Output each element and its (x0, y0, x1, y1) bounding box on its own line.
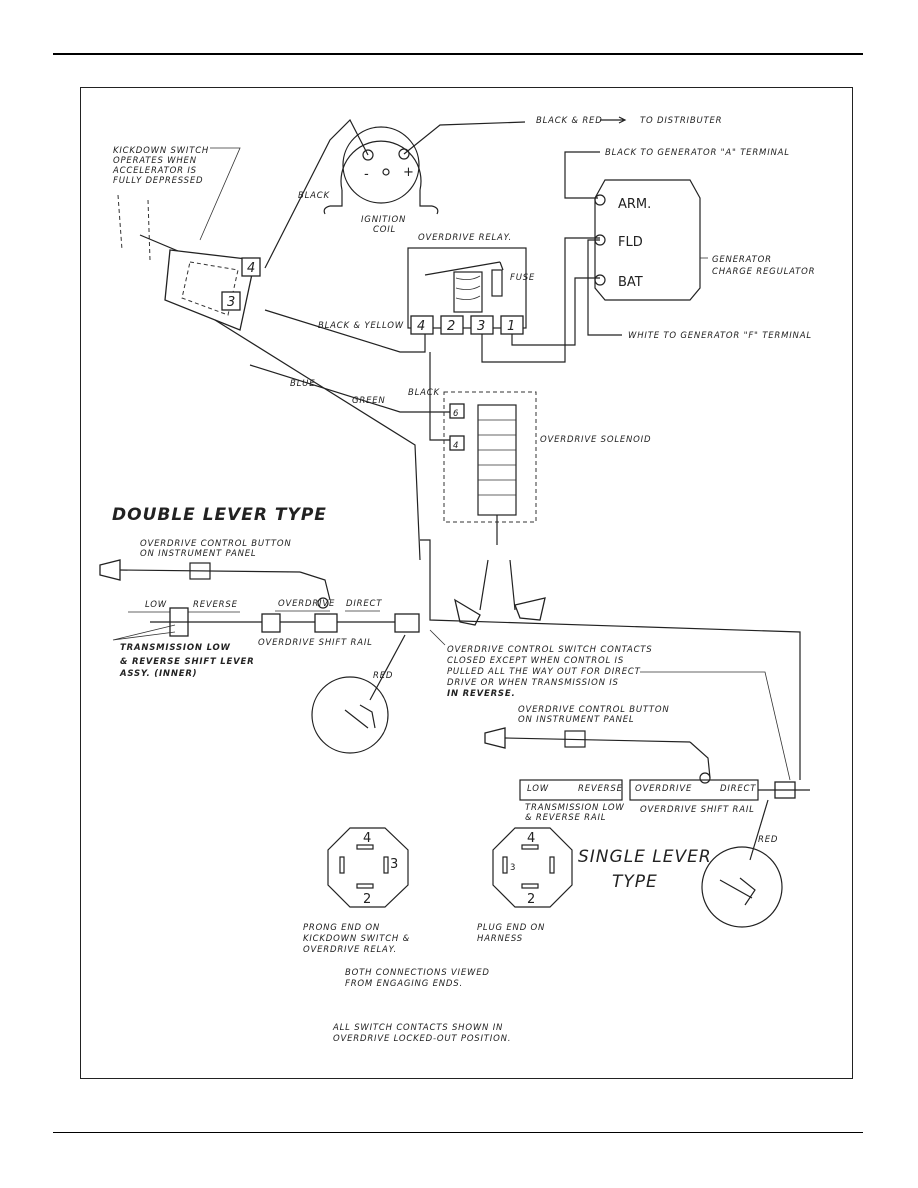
plug-connector: 4 3 2 (492, 827, 573, 908)
to-distributer-label: TO DISTRIBUTER (640, 116, 722, 126)
plug-pin-4: 4 (527, 831, 535, 846)
prong-pin-4: 4 (363, 831, 371, 846)
ignition-coil-label: IGNITION (361, 215, 406, 225)
kickdown-note-line-4: FULLY DEPRESSED (113, 176, 203, 186)
trans-shift-lever-line-1: TRANSMISSION LOW (120, 643, 231, 653)
single-direct-label: DIRECT (720, 784, 756, 794)
plug-pin-3: 3 (510, 863, 516, 873)
regulator-terminal-bat: BAT (618, 275, 643, 290)
all-switch-contacts-line-1: ALL SWITCH CONTACTS SHOWN IN (332, 1023, 503, 1033)
switch-note-line-5: IN REVERSE. (447, 689, 515, 699)
regulator-terminal-fld: FLD (618, 235, 643, 250)
trans-shift-lever-line-3: ASSY. (INNER) (119, 669, 197, 679)
regulator-label-2: CHARGE REGULATOR (712, 267, 815, 277)
relay-terminal-1: 1 (507, 319, 515, 334)
prong-end-line-1: PRONG END ON (303, 923, 380, 933)
switch-note-line-1: OVERDRIVE CONTROL SWITCH CONTACTS (447, 645, 653, 655)
relay-terminal-3: 3 (477, 319, 485, 334)
od-button-panel-2-line-2: ON INSTRUMENT PANEL (518, 715, 634, 725)
ignition-coil-label-2: COIL (373, 225, 396, 235)
kickdown-note-line-2: OPERATES WHEN (113, 156, 197, 166)
od-shift-rail-2-label: OVERDRIVE SHIFT RAIL (640, 805, 755, 815)
generator-regulator: BLACK TO GENERATOR "A" TERMINAL ARM. FLD… (564, 148, 815, 301)
kickdown-note-line-3: ACCELERATOR IS (112, 166, 197, 176)
solenoid-terminal-4: 4 (453, 441, 459, 451)
double-lever-control (99, 559, 331, 609)
relay-terminal-2: 2 (447, 319, 455, 334)
both-connections-line-1: BOTH CONNECTIONS VIEWED (345, 968, 490, 978)
kickdown-terminal-4: 4 (247, 261, 255, 276)
kickdown-terminal-3: 3 (227, 295, 235, 310)
regulator-terminal-arm: ARM. (618, 197, 651, 212)
rail-low-label: LOW (145, 600, 167, 610)
regulator-label-1: GENERATOR (712, 255, 772, 265)
solenoid-terminal-6: 6 (453, 409, 459, 419)
red-wire-label-1: RED (373, 671, 393, 681)
single-lever-control (484, 727, 711, 784)
single-lever-title-1: SINGLE LEVER (578, 847, 712, 867)
prong-end-line-3: OVERDRIVE RELAY. (303, 945, 397, 955)
both-connections-line-2: FROM ENGAGING ENDS. (345, 979, 463, 989)
trans-low-rev-rail-2: & REVERSE RAIL (525, 813, 606, 823)
kickdown-note-line-1: KICKDOWN SWITCH (113, 146, 209, 156)
prong-pin-3: 3 (390, 857, 398, 872)
plug-pin-2: 2 (527, 892, 535, 907)
trans-low-rev-rail-1: TRANSMISSION LOW (525, 803, 625, 813)
black-wire-label: BLACK (298, 191, 331, 201)
black-yellow-label: BLACK & YELLOW (318, 321, 404, 331)
blue-wire-label: BLUE (290, 379, 315, 389)
black-wire-label-2: BLACK (408, 388, 441, 398)
bottom-rule (53, 1132, 863, 1133)
overdrive-relay: OVERDRIVE RELAY. FUSE 4 2 3 1 (407, 233, 535, 335)
green-wire-label: GREEN (352, 396, 386, 406)
fuse-label: FUSE (510, 273, 535, 283)
plug-end-line-1: PLUG END ON (477, 923, 545, 933)
od-button-panel-1-line-1: OVERDRIVE CONTROL BUTTON (140, 539, 292, 549)
switch-note-line-3: PULLED ALL THE WAY OUT FOR DIRECT (447, 667, 641, 677)
double-lever-rails (150, 607, 420, 637)
overdrive-relay-label: OVERDRIVE RELAY. (418, 233, 512, 243)
prong-end-line-2: KICKDOWN SWITCH & (303, 934, 410, 944)
switch-note-line-2: CLOSED EXCEPT WHEN CONTROL IS (447, 656, 624, 666)
diagram-frame (80, 87, 853, 1079)
single-lever-switch: RED (701, 799, 783, 928)
black-to-gen-a-label: BLACK TO GENERATOR "A" TERMINAL (605, 148, 790, 158)
relay-terminal-4: 4 (417, 319, 425, 334)
plug-end-line-2: HARNESS (477, 934, 523, 944)
coil-plus-symbol: + (403, 165, 414, 180)
single-overdrive-label: OVERDRIVE (635, 784, 692, 794)
switch-note-line-4: DRIVE OR WHEN TRANSMISSION IS (447, 678, 619, 688)
kickdown-switch: KICKDOWN SWITCH OPERATES WHEN ACCELERATO… (112, 146, 421, 561)
single-reverse-label: REVERSE (578, 784, 623, 794)
od-button-panel-1-line-2: ON INSTRUMENT PANEL (140, 549, 256, 559)
od-shift-rail-label: OVERDRIVE SHIFT RAIL (258, 638, 373, 648)
overdrive-solenoid: 6 4 OVERDRIVE SOLENOID (443, 391, 651, 626)
ignition-coil: - + IGNITION COIL (323, 126, 439, 235)
rail-reverse-label: REVERSE (193, 600, 238, 610)
wire-black-red (403, 121, 526, 155)
single-lever-rails: LOW REVERSE OVERDRIVE DIRECT (519, 779, 810, 801)
top-rule (53, 53, 863, 55)
double-lever-type-title: DOUBLE LEVER TYPE (112, 505, 327, 525)
single-lever-title-2: TYPE (612, 872, 658, 892)
prong-pin-2: 2 (363, 892, 371, 907)
single-low-label: LOW (527, 784, 549, 794)
black-red-label: BLACK & RED (536, 116, 603, 126)
trans-shift-lever-line-2: & REVERSE SHIFT LEVER (120, 657, 254, 667)
rail-overdrive-label: OVERDRIVE (278, 599, 335, 609)
all-switch-contacts-line-2: OVERDRIVE LOCKED-OUT POSITION. (333, 1034, 511, 1044)
prong-connector: 4 3 2 (327, 827, 409, 908)
od-button-panel-2-line-1: OVERDRIVE CONTROL BUTTON (518, 705, 670, 715)
white-to-gen-f-label: WHITE TO GENERATOR "F" TERMINAL (628, 331, 812, 341)
coil-minus-symbol: - (364, 167, 369, 182)
red-wire-label-2: RED (758, 835, 778, 845)
wire-black (264, 118, 369, 269)
rail-direct-label: DIRECT (346, 599, 382, 609)
double-lever-switch: RED (311, 634, 406, 754)
overdrive-solenoid-label: OVERDRIVE SOLENOID (540, 435, 651, 445)
